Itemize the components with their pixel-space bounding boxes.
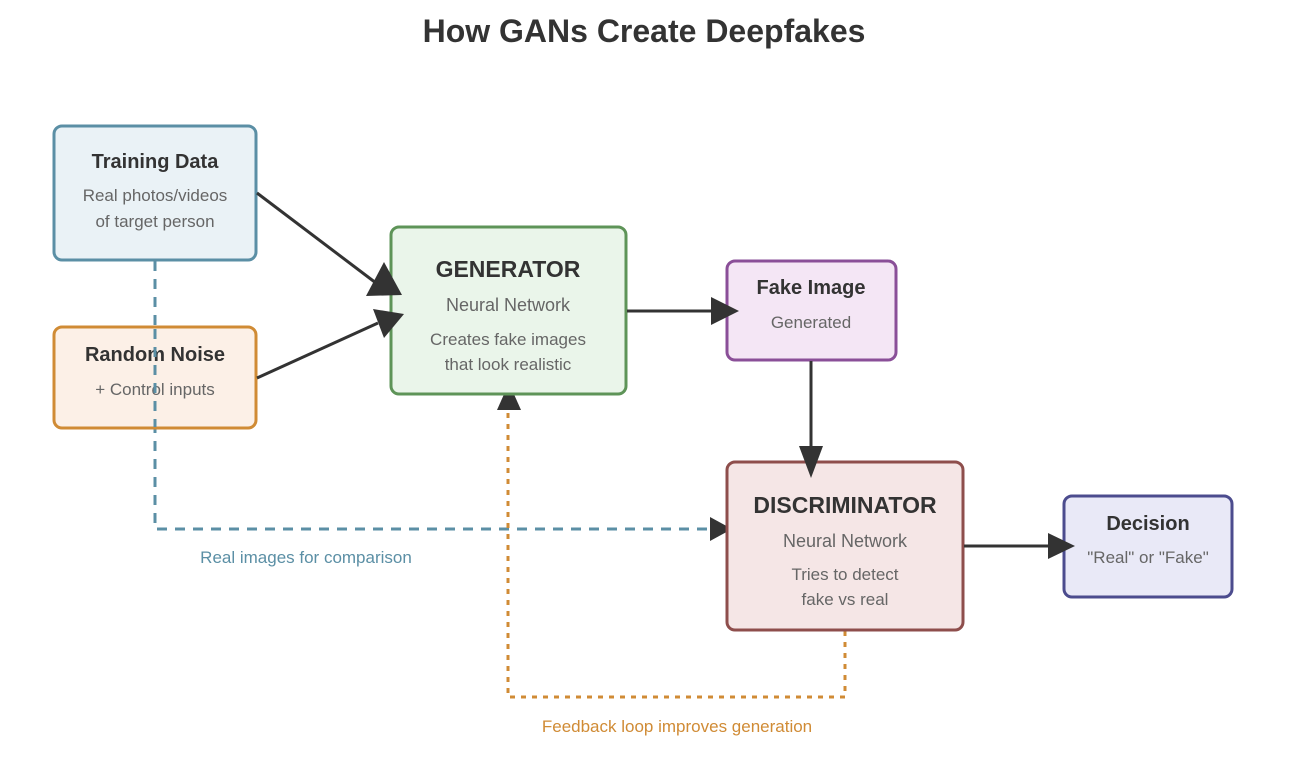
node-decision: Decision "Real" or "Fake" bbox=[1062, 494, 1234, 599]
real-images-label: Real images for comparison bbox=[200, 548, 412, 567]
decision-line-1: "Real" or "Fake" bbox=[1087, 548, 1208, 567]
fake-image-line-1: Generated bbox=[771, 313, 851, 332]
arrowhead-fake-image-to-discriminator-icon bbox=[799, 446, 823, 478]
training-data-title: Training Data bbox=[92, 151, 220, 173]
arrowhead-noise-to-generator-icon bbox=[373, 309, 404, 338]
fake-image-title: Fake Image bbox=[757, 277, 866, 299]
real-images-path bbox=[153, 261, 728, 531]
node-random-noise: Random Noise + Control inputs bbox=[52, 325, 258, 430]
node-fake-image: Fake Image Generated bbox=[725, 259, 898, 362]
diagram-title: How GANs Create Deepfakes bbox=[423, 13, 866, 49]
generator-line-2: that look realistic bbox=[445, 355, 572, 374]
training-data-line-1: Real photos/videos bbox=[83, 186, 228, 205]
solid-arrows bbox=[256, 191, 1075, 559]
arrow-training-to-generator bbox=[256, 191, 377, 285]
arrowhead-discriminator-to-decision-icon bbox=[1048, 533, 1075, 559]
arrow-noise-to-generator bbox=[256, 321, 379, 380]
discriminator-line-1: Tries to detect bbox=[791, 565, 898, 584]
generator-line-1: Creates fake images bbox=[430, 330, 586, 349]
arrowhead-generator-to-fake-image-icon bbox=[711, 297, 739, 325]
feedback-loop-label: Feedback loop improves generation bbox=[542, 717, 812, 736]
training-data-line-2: of target person bbox=[95, 212, 214, 231]
discriminator-subtitle: Neural Network bbox=[783, 531, 908, 551]
generator-title: GENERATOR bbox=[436, 256, 581, 282]
generator-subtitle: Neural Network bbox=[446, 295, 571, 315]
node-training-data: Training Data Real photos/videos of targ… bbox=[52, 124, 258, 262]
node-discriminator: DISCRIMINATOR Neural Network Tries to de… bbox=[725, 460, 965, 632]
real-images-arrowhead-icon bbox=[710, 517, 732, 541]
discriminator-title: DISCRIMINATOR bbox=[753, 492, 937, 518]
arrowhead-training-to-generator-icon bbox=[366, 262, 402, 296]
feedback-arrowhead-icon bbox=[497, 383, 521, 410]
feedback-loop-path bbox=[506, 395, 847, 699]
decision-title: Decision bbox=[1106, 513, 1189, 535]
discriminator-line-2: fake vs real bbox=[802, 590, 889, 609]
node-generator: GENERATOR Neural Network Creates fake im… bbox=[389, 225, 628, 396]
